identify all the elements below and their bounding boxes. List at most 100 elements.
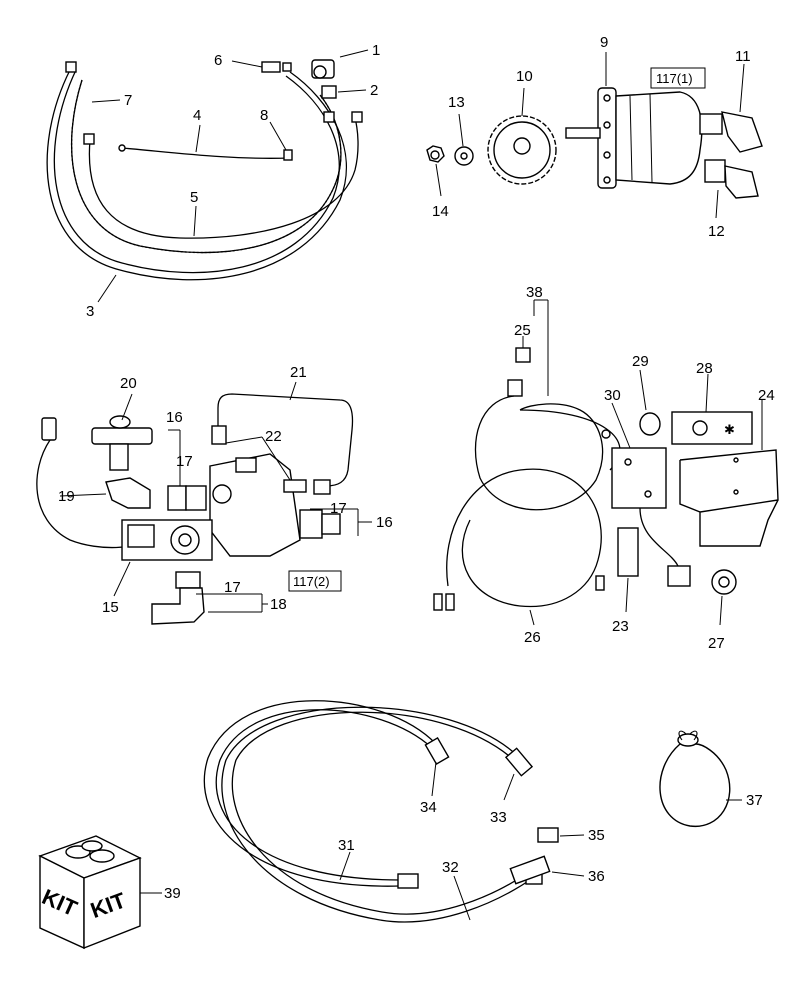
valve-ref-box — [288, 570, 342, 592]
knob-29 — [639, 412, 661, 436]
callout-14: 14 — [432, 203, 449, 220]
callout-23: 23 — [612, 618, 629, 635]
module-screw — [624, 458, 632, 466]
callout-34: 34 — [420, 799, 437, 816]
harness-26 — [446, 468, 602, 608]
module-plug — [667, 565, 691, 587]
callout-5: 5 — [190, 189, 198, 206]
callout-2: 2 — [370, 82, 378, 99]
callout-29: 29 — [632, 353, 649, 370]
callout-31: 31 — [338, 837, 355, 854]
callout-37: 37 — [746, 792, 763, 809]
fitting-35 — [537, 827, 559, 843]
callout-18: 18 — [270, 596, 287, 613]
tube-end — [283, 149, 293, 161]
hose-assembly-group — [46, 59, 363, 281]
decal-28 — [671, 411, 753, 445]
connector-plug — [41, 417, 57, 441]
tube-end — [118, 144, 126, 152]
callout-17-bottom: 17 — [224, 579, 241, 596]
adapter-22 — [283, 479, 307, 493]
terminal — [433, 593, 443, 611]
callout-7: 7 — [124, 92, 132, 109]
callout-28: 28 — [696, 360, 713, 377]
callout-16-left: 16 — [166, 409, 183, 426]
bracket-hole — [733, 457, 739, 463]
washer-hole — [460, 152, 468, 160]
fitting-17-right — [299, 509, 323, 539]
harness-38 — [474, 395, 604, 511]
hose-kit-group — [203, 700, 559, 923]
hose-end-34 — [424, 737, 450, 765]
callout-10: 10 — [516, 68, 533, 85]
decal-fan-icon: ✱ — [724, 422, 735, 437]
tube-nut — [313, 479, 331, 495]
nut-hole — [430, 150, 440, 160]
fitting-16-left — [167, 485, 187, 511]
adapter-fitting-2 — [321, 85, 337, 99]
elbow-18 — [151, 587, 205, 625]
callout-16-right: 16 — [376, 514, 393, 531]
callouts-group-4: 38 25 26 29 28 30 24 23 27 — [514, 284, 775, 652]
fitting-17-bottom — [175, 571, 201, 589]
callout-8: 8 — [260, 107, 268, 124]
tee-port — [282, 62, 292, 72]
callout-13: 13 — [448, 94, 465, 111]
bag-37 — [659, 730, 731, 827]
callout-30: 30 — [604, 387, 621, 404]
fitting-36 — [509, 855, 551, 885]
callouts-group-3: 20 21 22 16 17 19 17 16 15 17 18 — [58, 364, 393, 616]
pump-assembly-group: 117(1) — [426, 67, 763, 199]
harness-connector — [507, 379, 523, 397]
terminal — [445, 593, 455, 611]
hose-7 — [70, 79, 342, 254]
callout-26: 26 — [524, 629, 541, 646]
callout-12: 12 — [708, 223, 725, 240]
callout-11: 11 — [735, 48, 751, 65]
callout-19: 19 — [58, 488, 75, 505]
callout-33: 33 — [490, 809, 507, 826]
solenoid — [127, 524, 155, 548]
hose-7-braid — [70, 79, 342, 254]
callout-17-left: 17 — [176, 453, 193, 470]
harness-group: ✱ — [433, 347, 779, 611]
tube-nut — [211, 425, 227, 445]
harness-branch — [519, 409, 621, 471]
callouts-group-1: 1 2 3 4 5 6 7 8 — [86, 42, 380, 320]
hose-3-inner-edge — [53, 69, 340, 274]
module-30 — [611, 447, 667, 509]
callout-21: 21 — [290, 364, 307, 381]
callout-6: 6 — [214, 52, 222, 69]
callout-1: 1 — [372, 42, 380, 59]
plate-23 — [617, 527, 639, 577]
fitting-end — [65, 61, 77, 73]
pump-ref-box — [650, 67, 706, 89]
valve-cap — [235, 457, 257, 473]
valve-assembly-group: 117(2) — [36, 393, 354, 625]
hose-end-31 — [397, 873, 419, 889]
pump-9 — [565, 87, 703, 189]
fitting-end — [351, 111, 363, 123]
fitting-end — [323, 111, 335, 123]
callout-38: 38 — [526, 284, 543, 301]
tee-20 — [91, 415, 153, 471]
decal-icon — [692, 420, 708, 436]
elbow-fitting-11 — [699, 111, 763, 153]
callouts-group-2: 9 10 11 12 13 14 — [432, 34, 751, 240]
fitting-17-left — [185, 485, 207, 511]
hose-31-edge — [203, 700, 437, 887]
kit-box-39: KIT KIT — [38, 835, 142, 950]
relay-25 — [515, 347, 531, 363]
callout-39: 39 — [164, 885, 181, 902]
module-lead — [639, 507, 679, 567]
pump-ref-label: 117(1) — [656, 71, 693, 86]
hose-31 — [215, 709, 433, 881]
callout-15: 15 — [102, 599, 119, 616]
valve-port-inner — [178, 533, 192, 547]
callout-22: 22 — [265, 428, 282, 445]
hose-32 — [221, 706, 531, 923]
tube-21 — [217, 393, 354, 487]
valve-ref-label: 117(2) — [293, 574, 330, 589]
elbow-19 — [105, 477, 151, 509]
